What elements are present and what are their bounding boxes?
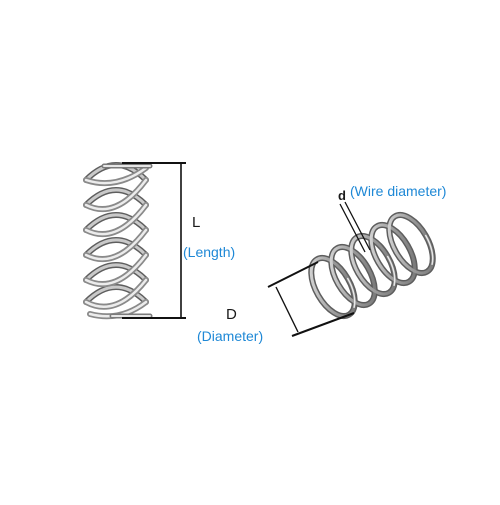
diameter-symbol: D (226, 306, 237, 323)
vertical-spring (83, 162, 153, 320)
wire-diameter-caption: (Wire diameter) (350, 183, 447, 199)
wire-diameter-dimension (339, 201, 371, 253)
diameter-caption: (Diameter) (197, 328, 264, 344)
length-dimension (122, 162, 186, 319)
length-caption: (Length) (183, 244, 236, 260)
diameter-dimension (267, 261, 355, 337)
wire-diameter-symbol: d (338, 188, 346, 203)
angled-spring (308, 212, 436, 319)
length-symbol: L (192, 214, 201, 231)
